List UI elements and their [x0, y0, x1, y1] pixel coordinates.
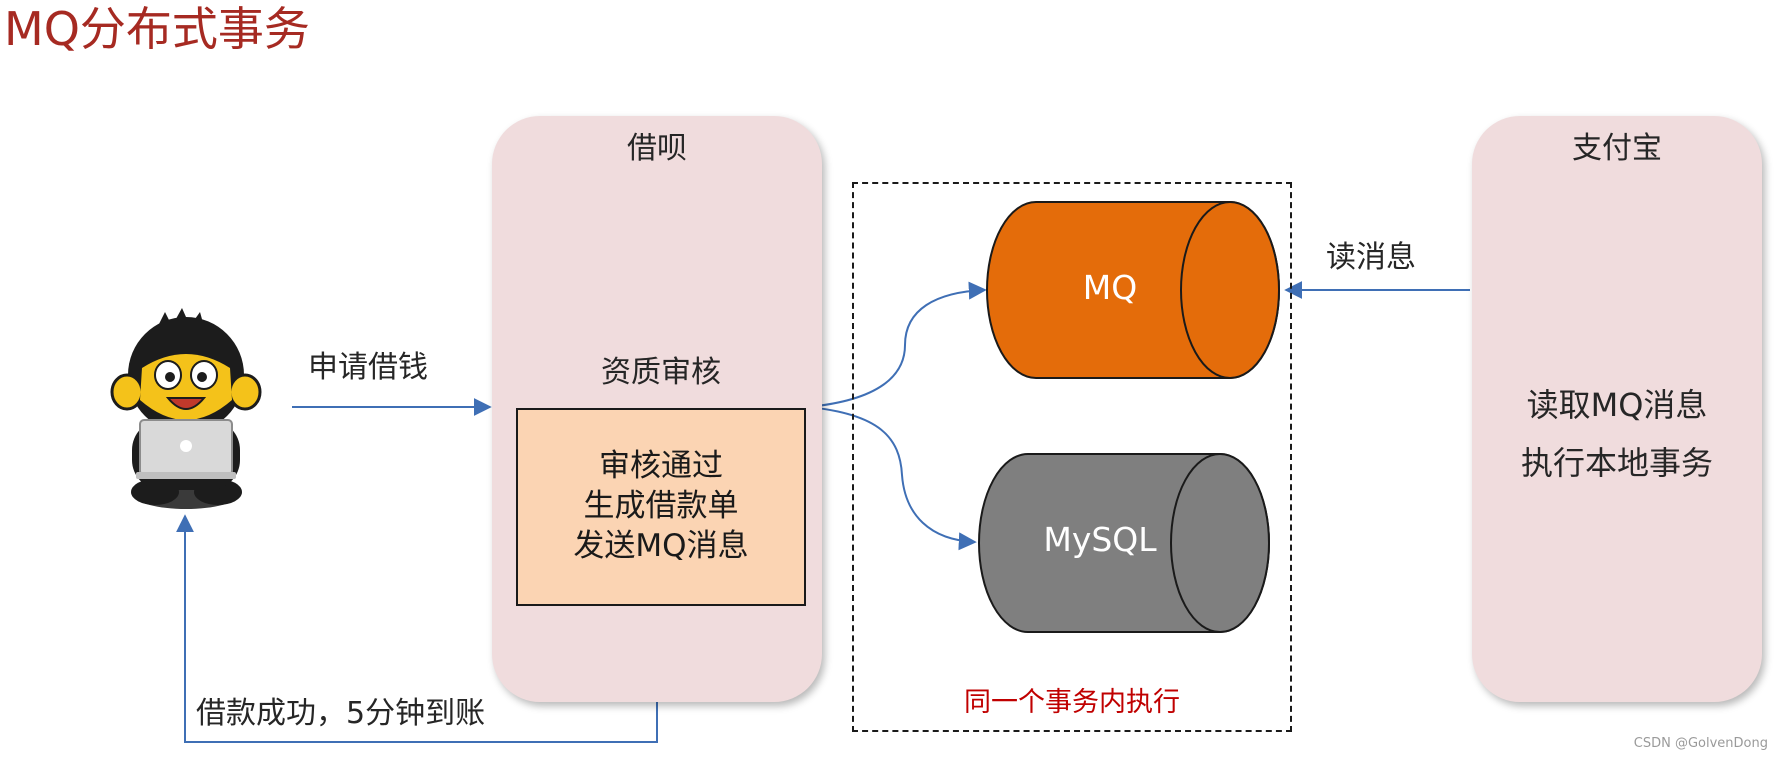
page-title: MQ分布式事务	[4, 2, 310, 56]
mq-label: MQ	[1082, 268, 1138, 307]
review-box-line: 生成借款单	[583, 488, 739, 525]
review-label: 资质审核	[601, 355, 721, 390]
monkey-with-laptop-icon	[110, 308, 262, 509]
zhifubao-panel	[1472, 116, 1762, 702]
mysql-label: MySQL	[1043, 520, 1157, 559]
success-arrow	[176, 514, 658, 743]
review-box-line: 发送MQ消息	[573, 527, 749, 564]
zhifubao-title: 支付宝	[1572, 131, 1662, 166]
apply-label: 申请借钱	[308, 350, 428, 385]
mysql-cylinder	[978, 453, 1270, 633]
success-label: 借款成功，5分钟到账	[196, 696, 486, 731]
transaction-boundary	[852, 182, 1292, 732]
zhifubao-line: 读取MQ消息	[1526, 386, 1708, 424]
review-box-line: 审核通过	[599, 448, 723, 485]
box-to-mysql-arrow	[807, 406, 977, 551]
read-message-label: 读消息	[1326, 240, 1416, 275]
credit-watermark: CSDN @GolvenDong	[1633, 736, 1768, 751]
transaction-note: 同一个事务内执行	[964, 687, 1180, 718]
box-to-mq-arrow	[807, 281, 987, 408]
zhifubao-line: 执行本地事务	[1520, 444, 1713, 482]
mq-cylinder	[986, 201, 1280, 379]
review-box: 审核通过 生成借款单 发送MQ消息	[516, 408, 806, 606]
jiebei-title: 借呗	[627, 131, 687, 166]
